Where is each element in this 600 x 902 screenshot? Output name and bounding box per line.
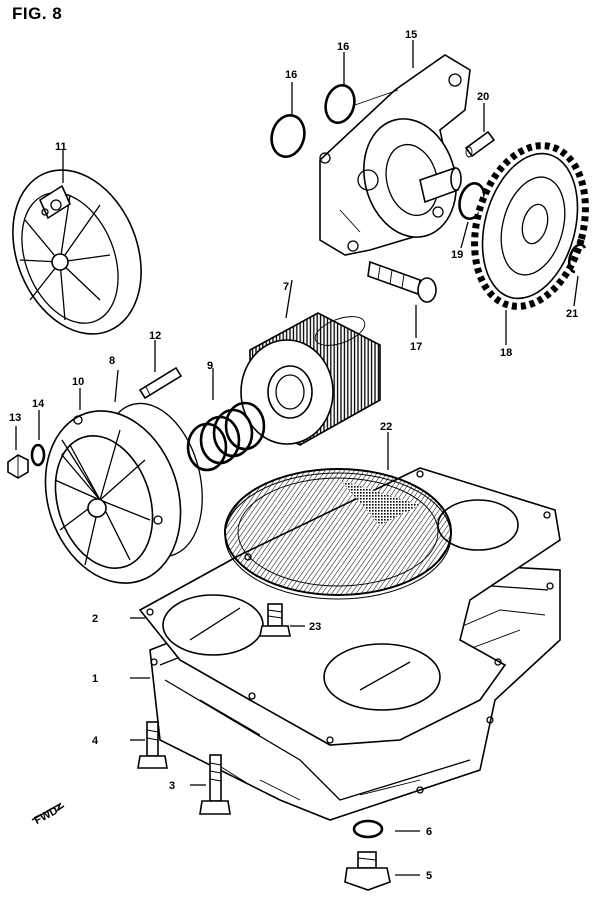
oil-strainer [224,468,452,600]
screw-17 [367,260,437,303]
drain-washer-6 [352,819,384,839]
relief-spring [186,401,266,472]
leader-lines [15,40,579,876]
pin-20 [464,130,496,158]
callout-17: 17 [410,341,422,353]
callout-5: 5 [426,870,432,882]
washer-14 [30,443,46,467]
cap-nut-13 [7,454,29,479]
callout-10: 10 [72,376,84,388]
o-ring-16-left [270,113,306,159]
callout-12: 12 [149,330,161,342]
figure-title: FIG. 8 [12,4,63,23]
o-ring-16-right [324,83,356,125]
callout-21: 21 [566,308,578,320]
callout-6: 6 [426,826,432,838]
pump-side-cover [12,169,142,335]
callout-15: 15 [405,29,417,41]
callout-16-right: 16 [337,41,349,53]
callout-1: 1 [92,673,98,685]
pump-drive-gear [471,142,589,310]
pin-12 [138,366,183,400]
callout-8: 8 [109,355,115,367]
bolt-23 [259,603,291,637]
callout-9: 9 [207,360,213,372]
bolt-4 [137,721,168,769]
callout-16-left: 16 [285,69,297,81]
oil-pan-gasket [138,467,561,746]
oil-filter [240,312,381,446]
callout-22: 22 [380,421,392,433]
callout-7: 7 [283,281,289,293]
callout-20: 20 [477,91,489,103]
filter-cover [44,410,182,584]
circlip-21 [567,243,587,274]
callout-numbers: 1 2 3 4 5 6 7 8 9 10 11 12 13 14 15 16 1… [9,29,578,882]
callout-18: 18 [500,347,512,359]
callout-19: 19 [451,249,463,261]
forward-arrow-icon: FWD [31,802,65,827]
drain-plug-5 [344,851,391,891]
callout-4: 4 [92,735,99,747]
callout-3: 3 [169,780,175,792]
fwd-label: FWD [32,805,60,827]
callout-13: 13 [9,412,21,424]
callout-2: 2 [92,613,98,625]
bolt-3 [199,754,231,815]
callout-14: 14 [32,398,45,410]
oil-pump-body [319,54,471,256]
callout-23: 23 [309,621,321,633]
callout-11: 11 [55,141,67,153]
